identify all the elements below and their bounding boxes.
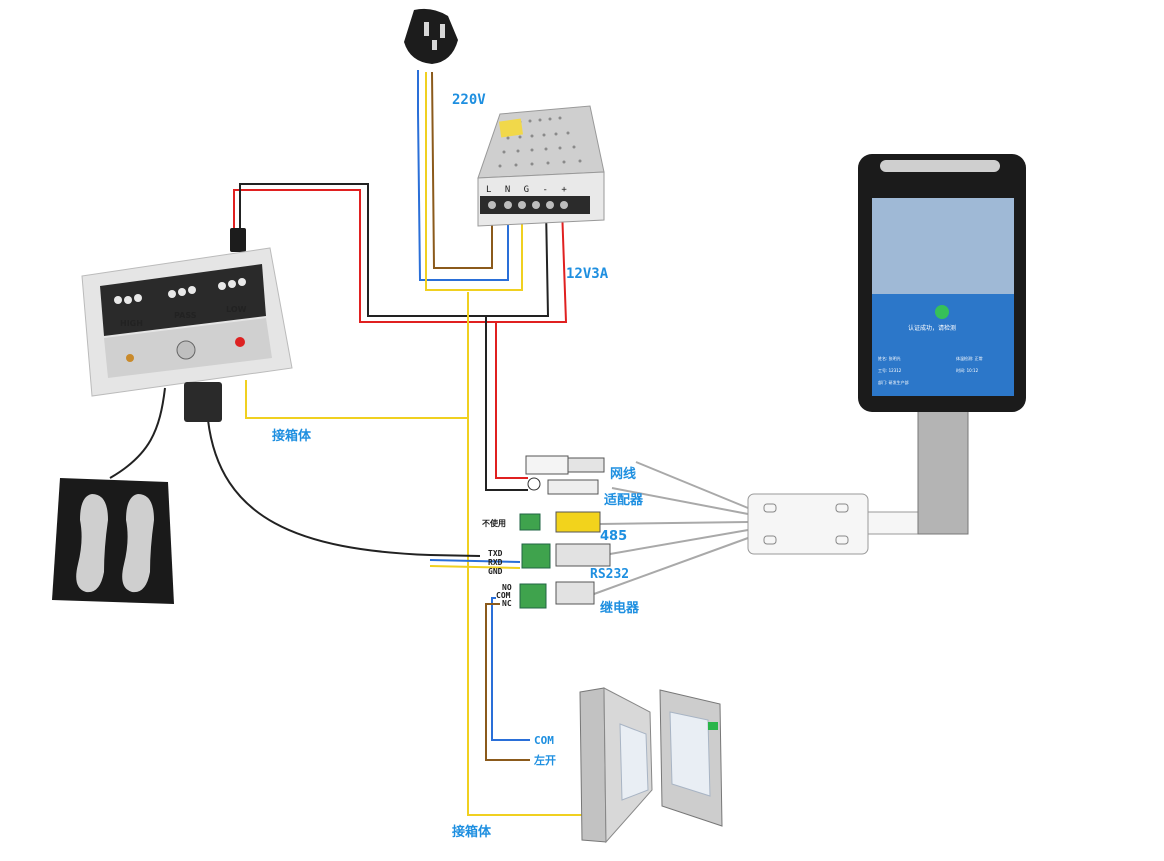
relay-plug (555, 581, 595, 605)
mount-slot (763, 535, 777, 545)
rs232-plug (555, 543, 611, 567)
foot-pad-base (52, 478, 174, 604)
tester-red-jack (235, 337, 245, 347)
mount-slot (835, 503, 849, 513)
hub-cable-485 (599, 521, 749, 525)
relay-com-wire (491, 597, 530, 741)
psu-label-sticker (498, 118, 524, 138)
ground-label-mid: 接箱体 (272, 428, 312, 444)
footpad-cable (109, 387, 166, 479)
swing-gate (579, 687, 723, 844)
esd-tester-panel: HIGH PASS LOW (81, 228, 293, 422)
tester-pass-label: PASS (174, 311, 197, 320)
voltage-in-label: 220V (452, 92, 486, 108)
left-foot-icon (76, 494, 108, 593)
adapter-label: 适配器 (604, 492, 644, 508)
psu-screws (488, 201, 568, 209)
gate-left-label: 左开 (533, 753, 556, 767)
connectors (519, 455, 611, 609)
power-plug (404, 8, 458, 64)
tester-test-button (176, 340, 196, 360)
plug-pin (424, 22, 429, 36)
mount-slot (835, 535, 849, 545)
nc-label: NC (502, 599, 512, 608)
psu-top (477, 105, 605, 179)
power-supply-unit: L N G - + (477, 105, 605, 227)
serial-yellow-wire (429, 565, 521, 569)
relay-label: 继电器 (600, 600, 640, 616)
plug-pin (432, 40, 437, 50)
hub-cable-adapter (611, 487, 749, 515)
network-label: 网线 (610, 466, 636, 482)
terminal-screen-top (872, 198, 1014, 294)
foot-pad (52, 478, 174, 604)
rs232-terminal (521, 543, 551, 569)
psu-terminal-labels: L N G - + (486, 185, 571, 195)
rxd-label: RXD (488, 558, 503, 567)
adapter-black-wire (485, 316, 528, 491)
gate-glass-right (669, 711, 711, 797)
gnd-label: GND (488, 567, 503, 576)
serial-blue-wire (429, 559, 521, 563)
dc-socket-icon (527, 477, 541, 491)
right-foot-icon (122, 494, 154, 593)
terminal-id-text: 工号: 12312 (878, 367, 902, 373)
rj45-plug (525, 455, 569, 475)
tester-dc-jack (230, 228, 246, 252)
plug-pin (440, 24, 445, 38)
relay-nc-wire (485, 603, 530, 761)
mains-brown-wire (431, 71, 493, 269)
mains-yellow-wire (425, 72, 523, 291)
mains-blue-wire (417, 70, 509, 281)
wires (109, 70, 749, 816)
terminal-pole (917, 407, 969, 535)
terminal-dept-text: 部门: 研发生产部 (878, 379, 909, 385)
gate-com-label: COM (534, 734, 554, 747)
hub-cable-relay (593, 537, 749, 595)
terminal-success-text: 认证成功，请检测 (908, 324, 956, 332)
psu-output-label: 12V3A (566, 266, 609, 282)
db9-connector (184, 382, 222, 422)
junction-box-cable (867, 511, 927, 535)
ground-yellow-trunk (467, 292, 596, 816)
no-label: NO (502, 583, 512, 592)
rs485-label: 485 (600, 529, 627, 544)
rs485-plug (555, 511, 601, 533)
terminal-temp-text: 体温检测: 正常 (956, 355, 983, 361)
rs232-label: RS232 (590, 567, 629, 582)
hub-cable-232 (609, 529, 749, 555)
tester-high-label: HIGH (120, 319, 143, 328)
unused-label: 不使用 (482, 518, 506, 528)
dc-barrel-plug (547, 479, 599, 495)
face-recognition-terminal: 认证成功，请检测 姓名: 张明光 工号: 12312 体温检测: 正常 时间: … (858, 154, 1026, 535)
psu-black-wire (239, 183, 550, 317)
txd-label: TXD (488, 549, 503, 558)
psu-red-wire (233, 189, 568, 323)
junction-box (747, 493, 927, 555)
ground-label-bottom: 接箱体 (452, 824, 492, 840)
tester-display (100, 264, 266, 336)
terminal-time-text: 时间: 10:12 (956, 367, 979, 373)
gate-left-pillar (579, 687, 607, 843)
adapter-red-wire (495, 322, 528, 479)
ground-yellow-branch (245, 380, 468, 419)
rj45-boot (567, 457, 605, 473)
hub-cable-network (635, 461, 749, 509)
terminal-camera-bar (880, 160, 1000, 172)
relay-terminal (519, 583, 547, 609)
gate-indicator (708, 722, 718, 730)
junction-box-body (747, 493, 869, 555)
tester-yellow-jack (126, 354, 134, 362)
tester-low-label: LOW (226, 305, 247, 314)
terminal-name-text: 姓名: 张明光 (878, 355, 901, 361)
gate-glass-left (619, 723, 649, 801)
plug-body (404, 8, 458, 64)
tester-hand-icons (114, 278, 246, 304)
serial-cable (207, 419, 481, 557)
mount-slot (763, 503, 777, 513)
com-label: COM (496, 591, 511, 600)
rs485-terminal (519, 513, 541, 531)
user-avatar-icon (935, 305, 949, 319)
